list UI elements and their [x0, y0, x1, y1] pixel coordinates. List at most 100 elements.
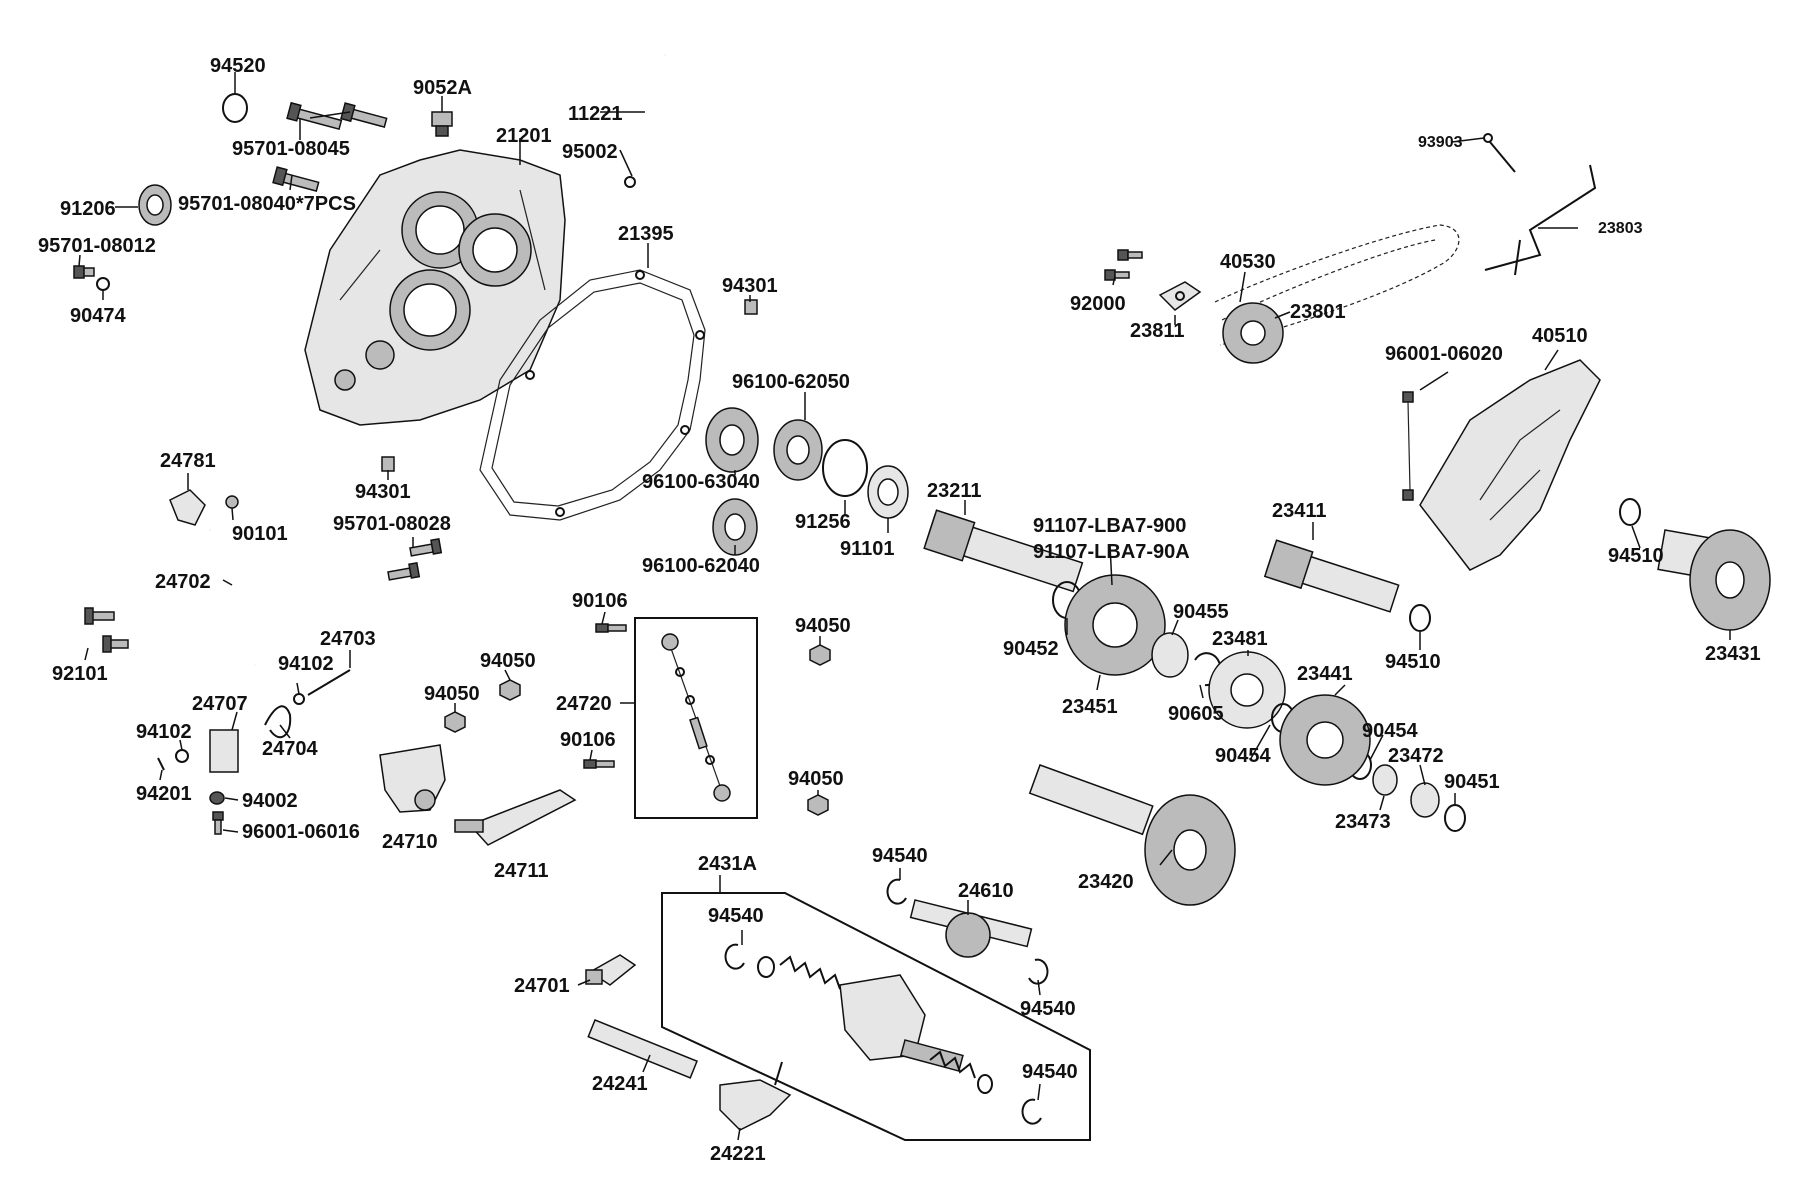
guide-23803	[1484, 164, 1597, 276]
label-23472: 23472	[1388, 745, 1444, 767]
label-24707: 24707	[192, 693, 248, 715]
seal-91256-icon	[822, 439, 868, 497]
label-90452: 90452	[1003, 638, 1059, 660]
cover-40510	[1419, 359, 1601, 571]
label-94002: 94002	[242, 790, 298, 812]
label-23803: 23803	[1598, 220, 1643, 237]
label-96001-06016: 96001-06016	[242, 821, 360, 843]
part-labels: 94520 95701-08045 9052A 11221 21201 9500…	[38, 55, 1761, 1165]
pin-90101-icon	[225, 495, 239, 509]
rod-24241	[587, 1019, 698, 1079]
label-91256: 91256	[795, 511, 851, 533]
label-94102-a: 94102	[278, 653, 334, 675]
label-95701-08012: 95701-08012	[38, 235, 156, 257]
shaft-23411	[1263, 539, 1400, 613]
pin-24703-icon	[307, 669, 351, 696]
label-94050-b: 94050	[424, 683, 480, 705]
label-24701: 24701	[514, 975, 570, 997]
label-94050-d: 94050	[788, 768, 844, 790]
label-94510-b: 94510	[1608, 545, 1664, 567]
hub-23481	[1208, 651, 1286, 729]
circlip-94540-icon	[724, 878, 1049, 1125]
label-90106-a: 90106	[572, 590, 628, 612]
nut-94002-icon	[209, 791, 225, 805]
label-23811: 23811	[1130, 320, 1185, 342]
label-96100-62050: 96100-62050	[732, 371, 850, 393]
shift-drum-assembly	[757, 955, 993, 1094]
label-24720: 24720	[556, 693, 612, 715]
label-24781: 24781	[160, 450, 216, 472]
label-90474: 90474	[70, 305, 126, 327]
label-95701-08040: 95701-08040*7PCS	[178, 193, 356, 215]
label-24241: 24241	[592, 1073, 648, 1095]
label-94540-c: 94540	[1020, 998, 1076, 1020]
label-90454-a: 90454	[1362, 720, 1418, 742]
bearing-96100-63040-icon	[705, 407, 759, 473]
label-92101: 92101	[52, 663, 108, 685]
label-94540-d: 94540	[1022, 1061, 1078, 1083]
label-90101: 90101	[232, 523, 288, 545]
plug-9052A-icon	[431, 111, 453, 137]
gear-23451	[1064, 574, 1166, 676]
washer-90474-icon	[96, 277, 110, 291]
label-95002: 95002	[562, 141, 618, 163]
label-40530: 40530	[1220, 251, 1276, 273]
label-24710: 24710	[382, 831, 438, 853]
label-23801: 23801	[1290, 301, 1346, 323]
bolt-95701-08012-icon	[73, 265, 95, 279]
label-91101: 91101	[840, 538, 895, 560]
gear-23431	[1657, 529, 1771, 631]
label-92000: 92000	[1070, 293, 1126, 315]
label-90454-b: 90454	[1215, 745, 1271, 767]
bearing-96100-62050-icon	[773, 419, 823, 481]
label-94102-b: 94102	[136, 721, 192, 743]
gear-23420	[1028, 764, 1236, 906]
sprocket-23801-icon	[1222, 302, 1284, 364]
box-2431A	[661, 892, 1091, 1141]
label-23451: 23451	[1062, 696, 1118, 718]
label-9052A: 9052A	[413, 77, 472, 99]
label-23441: 23441	[1297, 663, 1353, 685]
label-94301-b: 94301	[355, 481, 411, 503]
label-96001-06020: 96001-06020	[1385, 343, 1503, 365]
label-21395: 21395	[618, 223, 674, 245]
label-40510: 40510	[1532, 325, 1588, 347]
spring-24704-icon	[264, 705, 292, 739]
label-93903: 93903	[1418, 134, 1463, 151]
bolt-92101-icon	[84, 607, 129, 653]
bushing-23472-icon	[1410, 782, 1440, 818]
circlip-94510-icon	[1409, 498, 1641, 632]
shaft-23211	[923, 509, 1084, 593]
bolt-96001-06020-icon	[1402, 391, 1414, 501]
gasket-21395	[479, 269, 706, 521]
bolt-92000-icon	[1104, 249, 1143, 281]
label-90451: 90451	[1444, 771, 1500, 793]
pipe-11221-icon	[624, 53, 666, 188]
label-96100-62040: 96100-62040	[642, 555, 760, 577]
bushing-23473-icon	[1372, 764, 1398, 796]
bolt-96001-06016-icon	[212, 811, 224, 835]
label-94510-a: 94510	[1385, 651, 1441, 673]
bolt-90106-icon	[583, 623, 627, 769]
label-24704: 24704	[262, 738, 318, 760]
label-11221: 11221	[568, 103, 623, 125]
label-21201: 21201	[496, 125, 552, 147]
label-23211: 23211	[927, 480, 982, 502]
label-90605: 90605	[1168, 703, 1224, 725]
label-24702: 24702	[155, 571, 211, 593]
label-94301-a: 94301	[722, 275, 778, 297]
leader-lines	[78, 72, 1731, 1141]
case-cover-21201	[304, 149, 566, 426]
gear-23441	[1279, 694, 1371, 786]
label-96100-63040: 96100-63040	[642, 471, 760, 493]
circlip-94520-icon	[222, 93, 248, 123]
arm-24707-icon	[209, 729, 239, 773]
label-2431A: 2431A	[698, 853, 757, 875]
label-24610: 24610	[958, 880, 1014, 902]
label-94050-a: 94050	[480, 650, 536, 672]
label-23411: 23411	[1272, 500, 1327, 522]
fork-24701	[585, 954, 637, 986]
bolt-95701-08040-icon	[272, 166, 320, 192]
pin-93903-icon	[1483, 133, 1516, 173]
bolt-95701-08045-icon	[286, 101, 388, 131]
